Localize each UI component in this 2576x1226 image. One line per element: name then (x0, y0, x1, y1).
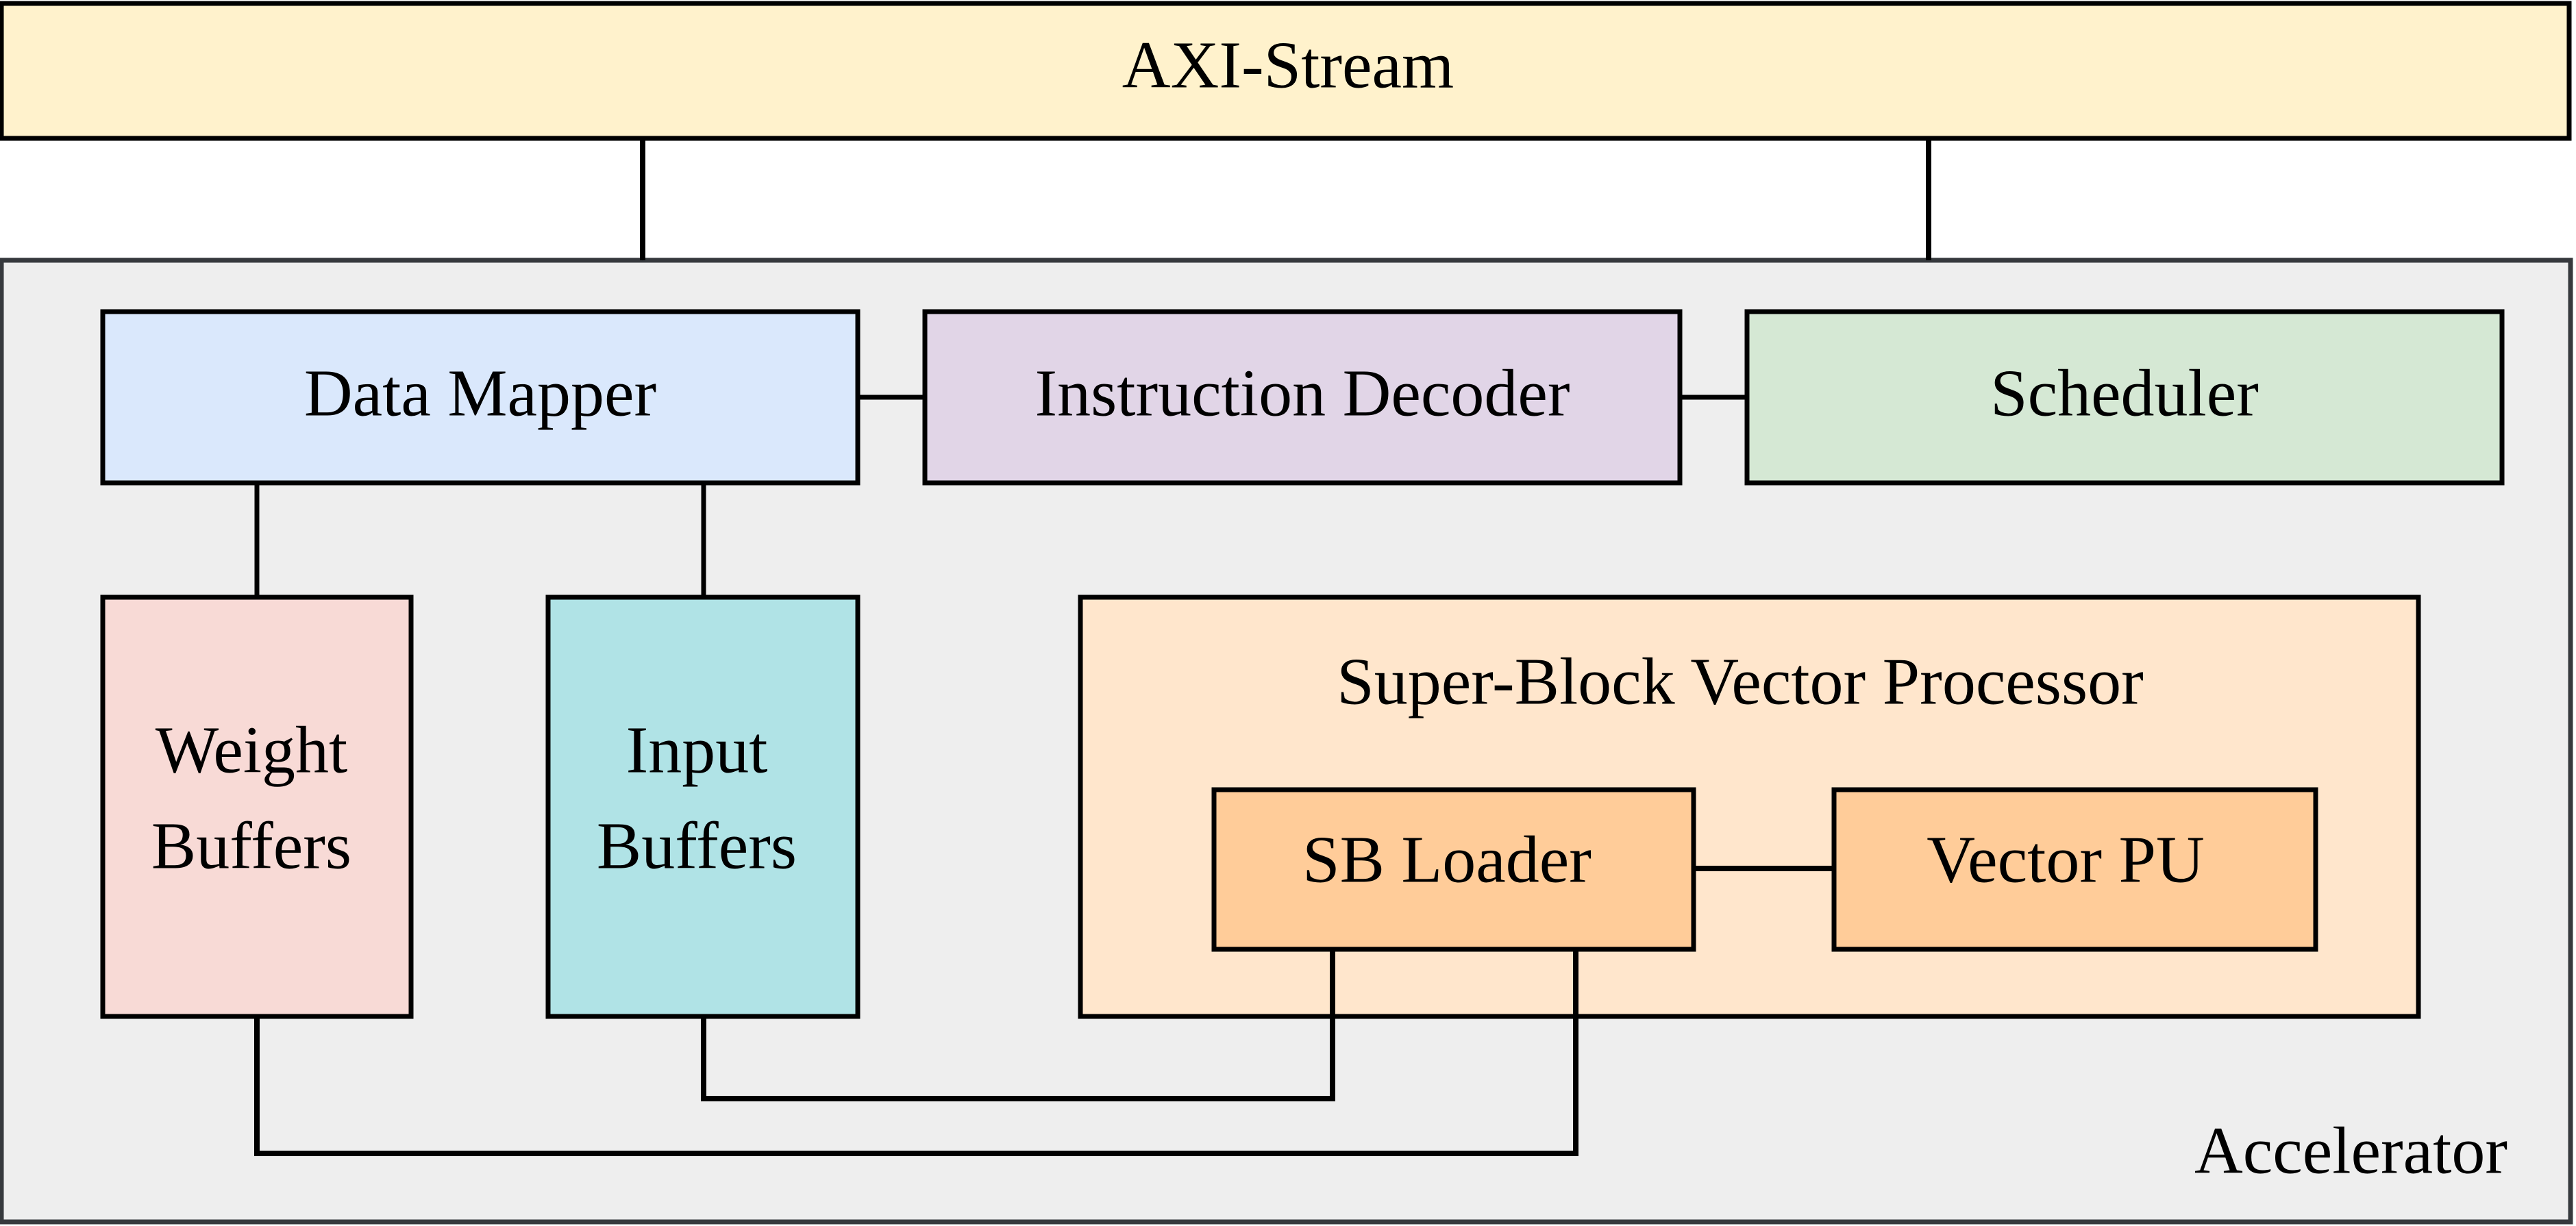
accelerator-label: Accelerator (2194, 1114, 2507, 1188)
sb-loader-label: SB Loader (1302, 823, 1592, 897)
axi-stream-bus (0, 1, 2572, 141)
input-buffers-to-loader-arrow (701, 949, 1335, 1101)
weight-buffers-box (100, 595, 414, 1019)
input-buffers-box (545, 595, 860, 1019)
weight-buffers-label-line2: Buffers (151, 809, 351, 883)
instruction-decoder-box (922, 309, 1683, 486)
super-block-vector-processor-label: Super-Block Vector Processor (1337, 645, 2143, 718)
scheduler-box (1744, 309, 2505, 486)
input-buffers-label-line1: Input (626, 713, 768, 787)
accelerator-border (0, 258, 2573, 1225)
data-mapper-label: Data Mapper (304, 356, 656, 430)
axi-stream-label: AXI-Stream (1122, 28, 1454, 102)
weight-buffers-label-line1: Weight (156, 713, 348, 787)
sb-loader-box (1211, 787, 1696, 952)
vector-pu-box (1831, 787, 2318, 952)
input-buffers-label-line2: Buffers (597, 809, 797, 883)
scheduler-label: Scheduler (1990, 356, 2259, 430)
weight-buffers-to-loader-arrow (254, 949, 1578, 1156)
data-mapper-box (100, 309, 860, 486)
vector-pu-label: Vector PU (1927, 823, 2205, 897)
instruction-decoder-label: Instruction Decoder (1035, 356, 1570, 430)
